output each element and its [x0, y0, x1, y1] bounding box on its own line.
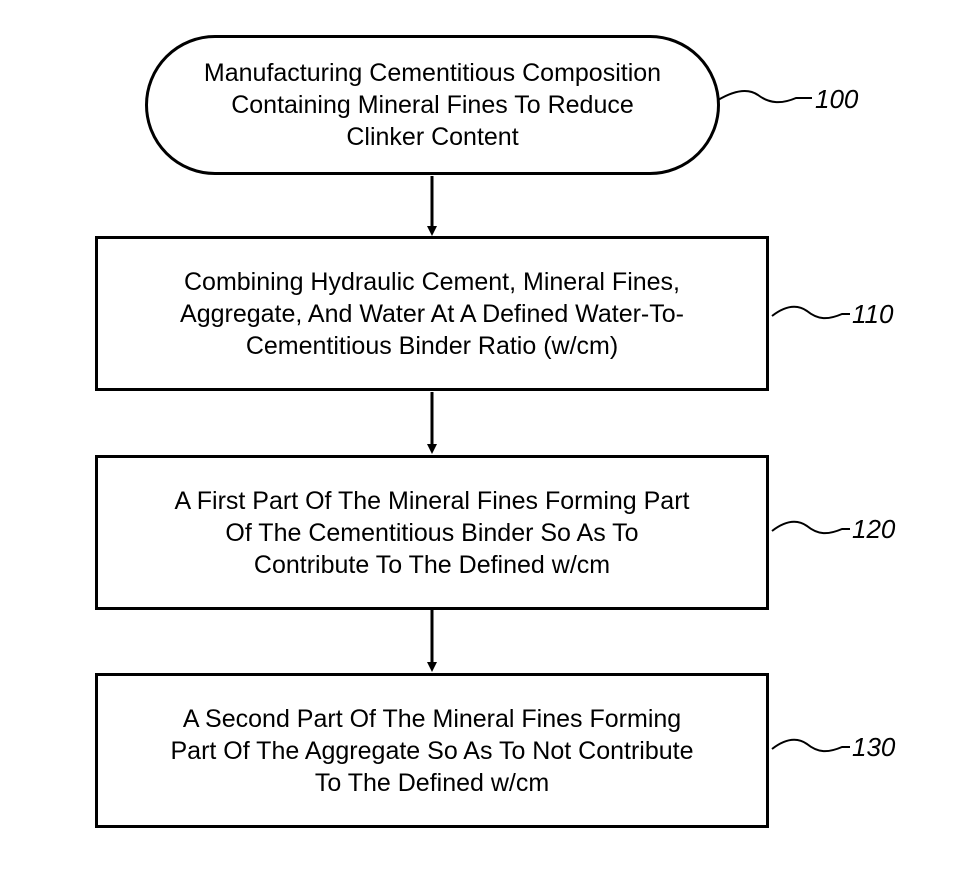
step-120-text: A First Part Of The Mineral Fines Formin…: [174, 486, 690, 579]
leader-line-120: [771, 520, 850, 535]
ref-label-120: 120: [852, 514, 896, 544]
leader-line-110: [771, 305, 850, 320]
flowchart-start-node: Manufacturing Cementitious Composition C…: [145, 35, 720, 175]
ref-label-130: 130: [852, 732, 896, 762]
ref-label-100: 100: [815, 84, 859, 114]
flowchart-step-130: A Second Part Of The Mineral Fines Formi…: [95, 673, 769, 828]
step-110-text: Combining Hydraulic Cement, Mineral Fine…: [180, 267, 684, 360]
flowchart-step-120: A First Part Of The Mineral Fines Formin…: [95, 455, 769, 610]
leader-line-100: [717, 89, 812, 104]
leader-line-130: [771, 738, 850, 753]
flowchart-step-110: Combining Hydraulic Cement, Mineral Fine…: [95, 236, 769, 391]
ref-label-110: 110: [852, 299, 894, 329]
step-130-text: A Second Part Of The Mineral Fines Formi…: [170, 704, 694, 797]
start-node-text: Manufacturing Cementitious Composition C…: [203, 59, 662, 151]
